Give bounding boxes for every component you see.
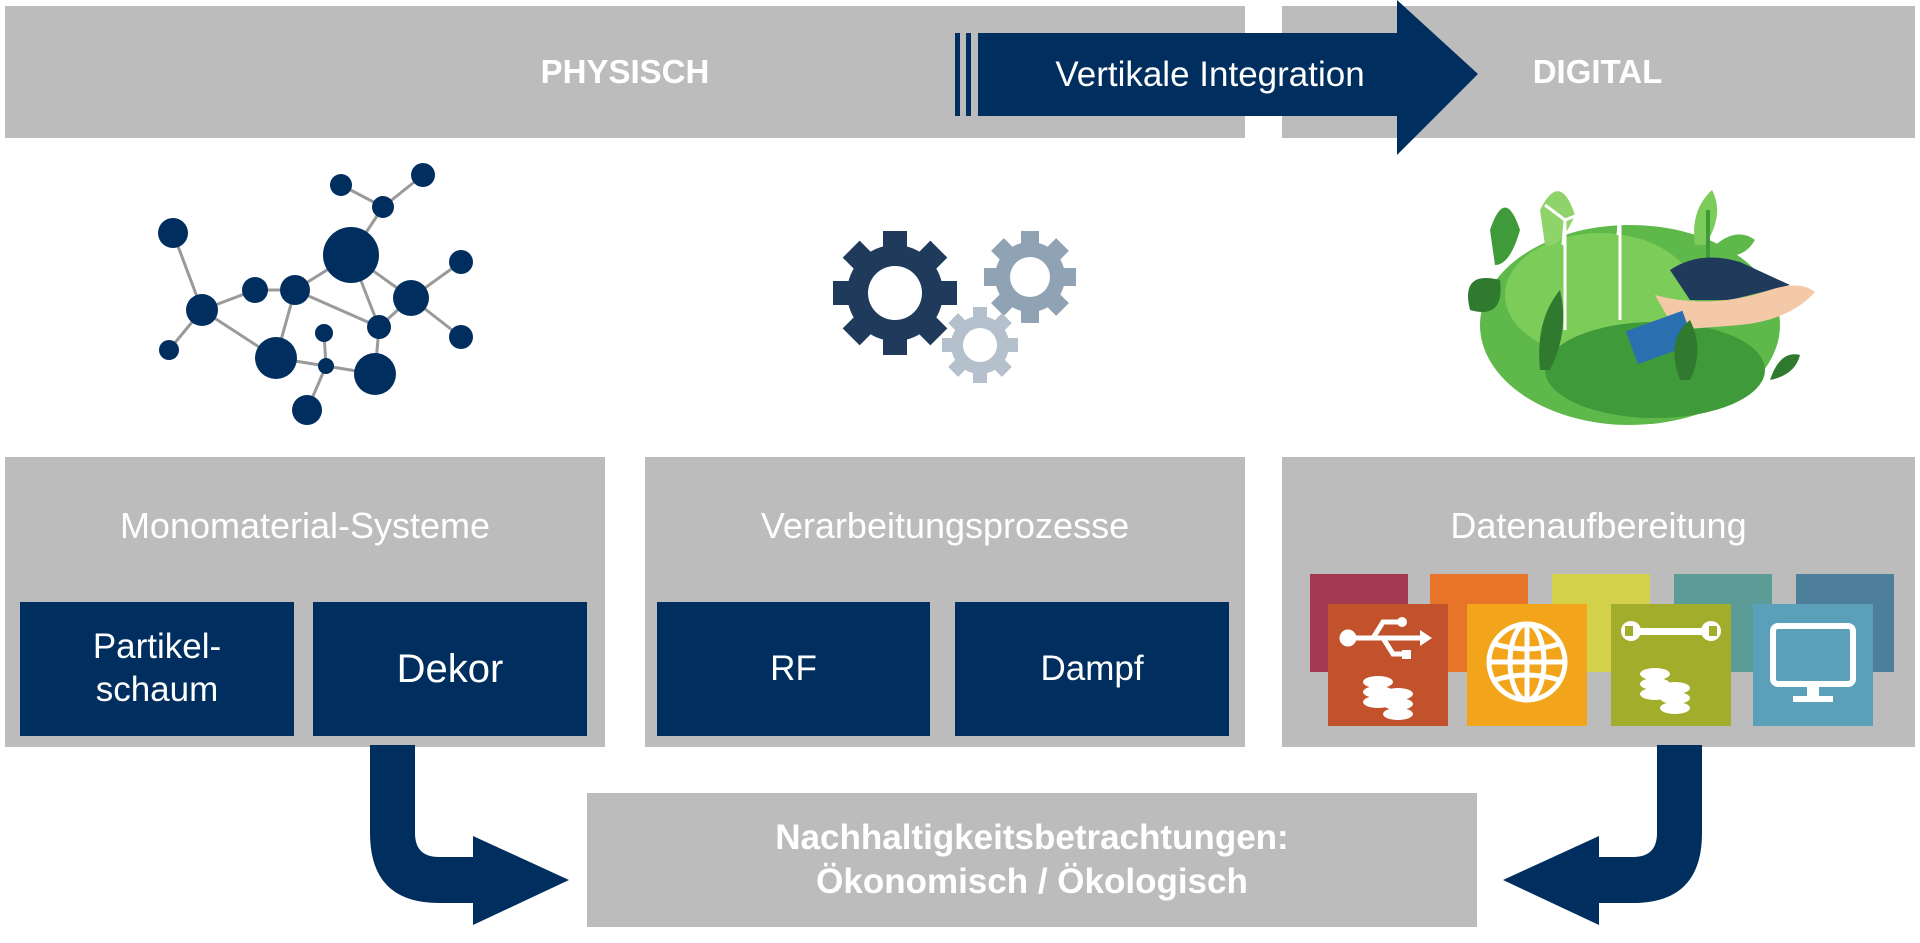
wrench-coins-icon xyxy=(1611,604,1731,726)
globe-icon xyxy=(1467,604,1587,726)
digital-label: DIGITAL xyxy=(1532,53,1663,90)
nachhaltigkeit-line2: Ökonomisch / Ökologisch xyxy=(816,862,1248,901)
left-flow-arrow xyxy=(370,745,569,925)
eco-hand-plant-icon xyxy=(1468,190,1815,425)
partikelschaum-label: Partikel- schaum xyxy=(92,627,222,709)
monitor-icon xyxy=(1753,604,1873,726)
partikelschaum-box: Partikel- schaum xyxy=(20,602,294,736)
dekor-label: Dekor xyxy=(396,646,504,691)
vertical-integration-arrow xyxy=(955,0,1478,155)
rf-box: RF xyxy=(657,602,930,736)
gears-icon xyxy=(833,231,1076,383)
nachhaltigkeit-box: Nachhaltigkeitsbetrachtungen: Ökonomisch… xyxy=(587,793,1477,927)
vertical-integration-label: Vertikale Integration xyxy=(1055,54,1365,94)
panel-datenaufbereitung-title: Datenaufbereitung xyxy=(1450,505,1747,546)
right-flow-arrow xyxy=(1503,745,1702,925)
molecule-network-icon xyxy=(158,163,473,425)
dampf-box: Dampf xyxy=(955,602,1229,736)
dampf-label: Dampf xyxy=(1040,649,1144,688)
panel-verarbeitung-title: Verarbeitungsprozesse xyxy=(760,505,1130,546)
panel-monomaterial-title: Monomaterial-Systeme xyxy=(119,505,491,546)
physisch-label: PHYSISCH xyxy=(540,53,710,90)
nachhaltigkeit-line1: Nachhaltigkeitsbetrachtungen: xyxy=(775,818,1289,858)
usb-coins-icon xyxy=(1328,604,1448,726)
rf-label: RF xyxy=(770,649,817,688)
dekor-box: Dekor xyxy=(313,602,587,736)
